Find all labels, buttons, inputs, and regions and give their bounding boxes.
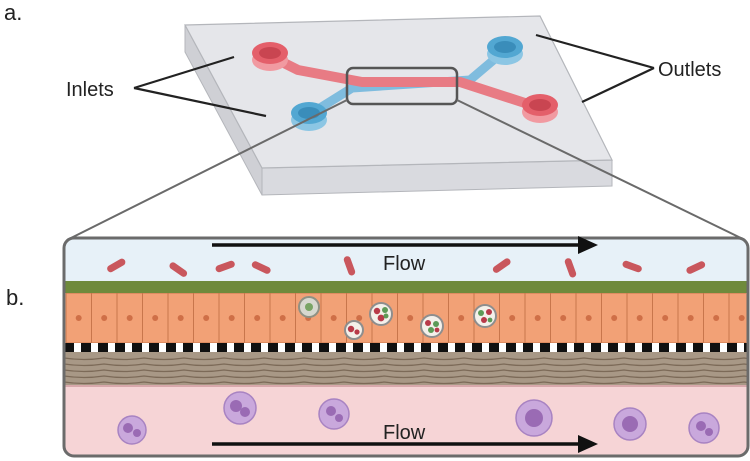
epithelial-cell-icon (601, 293, 628, 343)
infected-cell-icon (344, 320, 364, 340)
epithelial-cell-icon (448, 293, 475, 343)
zoom-region-box (345, 66, 459, 106)
epithelial-cell-icon (703, 293, 730, 343)
epithelial-cell-icon (524, 293, 551, 343)
epithelial-cell-icon (193, 293, 220, 343)
epithelial-cell-icon (677, 293, 704, 343)
flow-arrow-icon (212, 435, 598, 453)
panel-b-letter: b. (6, 285, 24, 310)
stromal-fibers (64, 357, 748, 385)
epithelial-cell-icon (728, 293, 746, 343)
epithelial-cell-icon (320, 293, 347, 343)
mucus-layer (64, 281, 748, 294)
top-flow-label: Flow (383, 253, 426, 275)
immune-cell-icon (515, 399, 553, 437)
outlet-port-icon (487, 36, 523, 65)
epithelial-cell-icon (575, 293, 602, 343)
epithelial-cell-icon (652, 293, 679, 343)
immune-cell-icon (613, 407, 647, 441)
inlet-port-icon (252, 42, 288, 71)
infected-cell-icon (473, 304, 497, 328)
immune-cell-icon (223, 391, 257, 425)
membrane-pores (64, 343, 748, 352)
epithelial-cell-icon (397, 293, 424, 343)
bottom-flow-label: Flow (383, 422, 426, 444)
epithelial-cell-icon (218, 293, 245, 343)
immune-cell-icon (117, 415, 147, 445)
inlets-label: Inlets (66, 79, 114, 101)
epithelial-cell-icon (66, 293, 92, 343)
immune-cell-icon (298, 296, 320, 318)
microfluidic-chip (184, 15, 613, 196)
cross-section-frame (62, 236, 750, 458)
epithelial-cell-icon (269, 293, 296, 343)
epithelial-cell-icon (142, 293, 169, 343)
flow-arrow-icon (212, 236, 598, 254)
epithelial-cell-icon (91, 293, 118, 343)
bacteria-rods (107, 256, 706, 278)
immune-cell-icon (688, 412, 720, 444)
inlet-port-icon (291, 102, 327, 131)
zoom-lines (66, 99, 746, 241)
infected-cell-icon (369, 302, 393, 326)
epithelial-cell-icon (244, 293, 271, 343)
immune-cell-icon (318, 398, 350, 430)
epithelial-cells (66, 293, 746, 343)
epithelial-cell-icon (626, 293, 653, 343)
inlet-callout-lines (133, 55, 267, 118)
epithelial-cell-icon (116, 293, 143, 343)
outlet-port-icon (522, 94, 558, 123)
epithelial-cell-icon (499, 293, 526, 343)
infected-cell-icon (420, 314, 444, 338)
panel-a-letter: a. (4, 0, 22, 25)
red-channel (263, 50, 533, 109)
outlets-label: Outlets (658, 59, 721, 81)
epithelial-cell-icon (550, 293, 577, 343)
outlet-callout-lines (535, 33, 655, 103)
stromal-layer (64, 352, 748, 386)
epithelial-cell-icon (167, 293, 194, 343)
tissue-cross-section (64, 238, 748, 456)
blood-immune-cells (117, 391, 720, 445)
